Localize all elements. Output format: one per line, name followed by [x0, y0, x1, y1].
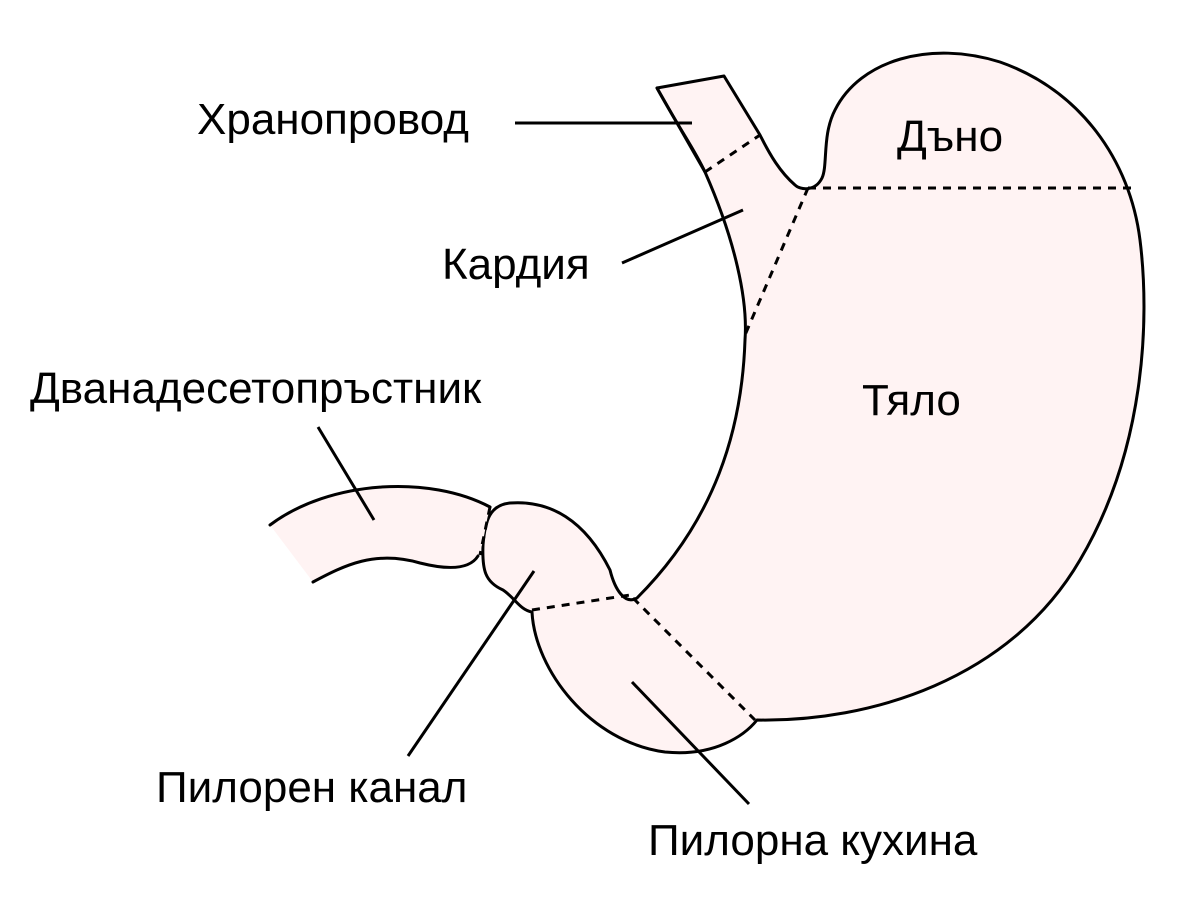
- body-label: Тяло: [862, 376, 961, 425]
- esophagus-cardia-divider: [704, 133, 761, 174]
- duodenum-shape: [270, 486, 490, 582]
- cardia-leader-line: [621, 208, 744, 265]
- cardia-label: Кардия: [442, 240, 590, 289]
- pyloric-canal-leader-line: [406, 570, 536, 757]
- pyloric-antrum-leader-line: [630, 680, 751, 806]
- pyloric-antrum-label: Пилорна кухина: [648, 816, 978, 865]
- fundus-label: Дъно: [897, 112, 1003, 161]
- duodenum-label: Дванадесетопръстник: [30, 364, 482, 413]
- duodenum-upper-edge: [268, 484, 492, 527]
- esophagus-left-edge: [655, 86, 707, 174]
- duodenum-leader-line: [316, 426, 376, 521]
- pyloric-canal-label: Пилорен канал: [156, 763, 467, 812]
- duodenum-lower-edge: [311, 554, 480, 584]
- cardia-body-divider: [743, 187, 810, 336]
- stomach-shape: [481, 51, 1146, 755]
- esophagus-label: Хранопровод: [197, 95, 469, 144]
- antrum-canal-divider: [531, 593, 631, 612]
